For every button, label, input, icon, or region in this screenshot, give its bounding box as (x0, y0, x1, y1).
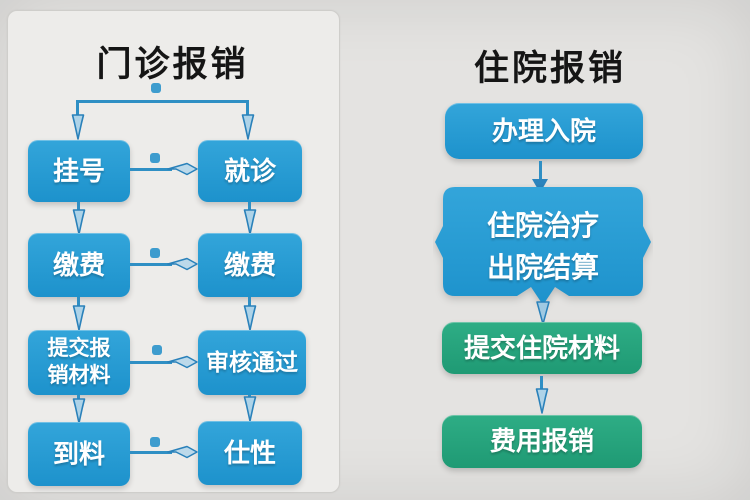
arrow-down-icon (532, 179, 548, 193)
arrow-down-icon (535, 388, 549, 414)
arrow-right-icon (167, 162, 198, 176)
connector-dot (150, 248, 160, 258)
inpatient-title: 住院报销 (473, 49, 626, 88)
arrow-down-icon (241, 114, 255, 140)
arrow-down-icon (71, 114, 85, 140)
box-label: 仕性 (223, 437, 276, 468)
arrow-right-icon (167, 257, 198, 271)
flow-box-expense-reimbursement: 费用报销 (442, 415, 642, 468)
arrow-down-icon (72, 305, 86, 331)
box-label: 审核通过 (206, 349, 298, 376)
connector-dot (150, 437, 160, 447)
arrow-down-icon (243, 305, 257, 331)
flow-box-review-passed: 审核通过 (198, 330, 306, 395)
flow-box-submit-hospital-materials: 提交住院材料 (442, 322, 642, 374)
flow-box-result: 仕性 (198, 421, 302, 485)
box-label: 费用报销 (489, 426, 594, 457)
arrow-down-icon (536, 301, 550, 325)
box-label: 到料 (52, 438, 105, 469)
flow-box-registration: 挂号 (28, 140, 130, 202)
flow-box-submit-materials: 提交报 销材料 (28, 330, 130, 395)
connector-line (248, 202, 251, 214)
connector-line (77, 202, 80, 214)
box-label-line2: 销材料 (47, 363, 111, 387)
flow-box-payment-right: 缴费 (198, 233, 302, 297)
connector-line (130, 263, 172, 266)
flow-box-visit: 就诊 (198, 140, 302, 202)
arrow-down-icon (72, 209, 86, 235)
connector-dot (152, 345, 162, 355)
box-label-line1: 住院治疗 (486, 210, 599, 241)
connector-line (76, 100, 79, 116)
connector-line (248, 297, 251, 310)
arrow-down-icon (72, 398, 86, 424)
connector-line (540, 376, 543, 392)
flow-box-payment-left: 缴费 (28, 233, 130, 297)
box-label: 缴费 (52, 249, 105, 280)
connector-line (539, 161, 542, 181)
box-label: 挂号 (52, 155, 105, 186)
connector-line (246, 100, 249, 116)
arrow-down-icon (243, 396, 257, 422)
arrow-down-icon (243, 209, 257, 235)
box-label-line2: 出院结算 (486, 252, 599, 283)
flow-box-admission: 办理入院 (445, 103, 643, 159)
flow-box-arrival: 到料 (28, 422, 130, 486)
connector-line (130, 168, 172, 171)
box-label: 办理入院 (491, 115, 596, 146)
outpatient-title: 门诊报销 (96, 45, 249, 84)
arrow-right-icon (167, 355, 198, 369)
connector-dot (151, 83, 161, 93)
box-label-line1: 提交报 (47, 337, 111, 361)
connector-dot (150, 153, 160, 163)
flow-box-treatment-settlement: 住院治疗 出院结算 (433, 184, 653, 329)
blob-shape (435, 187, 651, 325)
connector-line (130, 451, 172, 454)
arrow-right-icon (167, 445, 198, 459)
connector-line (77, 297, 80, 310)
box-label: 缴费 (223, 249, 276, 280)
box-label: 提交住院材料 (463, 332, 620, 363)
connector-line (130, 361, 172, 364)
connector-line (76, 100, 249, 103)
box-label: 就诊 (223, 155, 276, 186)
